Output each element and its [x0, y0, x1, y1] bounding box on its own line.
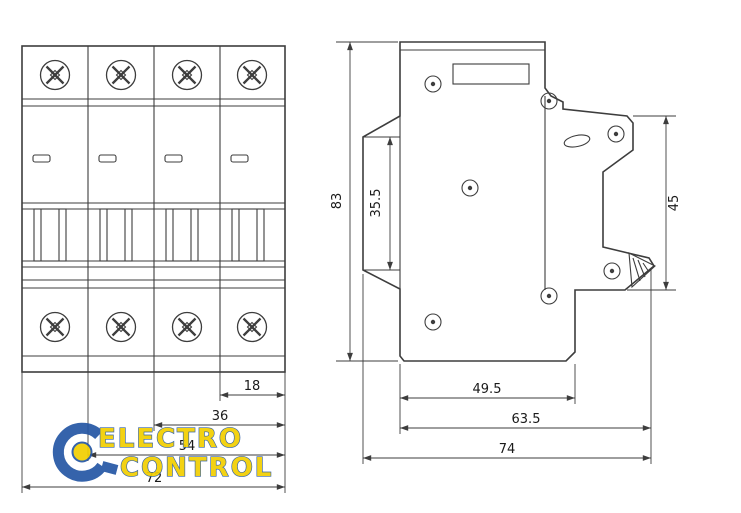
dim-label-36: 36	[212, 409, 229, 424]
screw-boss-icon	[540, 287, 558, 305]
screw-boss-icon	[461, 179, 479, 197]
screw-boss-icon	[424, 75, 442, 93]
dim-label-54: 54	[179, 439, 196, 454]
dim-label-49-5: 49.5	[473, 382, 502, 397]
side-view	[362, 41, 656, 362]
watermark-logo: ELECTRO CONTROL	[52, 422, 273, 484]
label-window	[452, 63, 530, 85]
screw-icon	[236, 59, 268, 91]
toggle-handles	[33, 208, 265, 262]
screw-boss-icon	[424, 313, 442, 331]
clip-rivet-icon	[607, 125, 625, 143]
side-body-outline	[362, 41, 656, 362]
dim-label-45: 45	[667, 195, 682, 212]
clip-slot	[563, 134, 591, 148]
screw-icon	[105, 311, 137, 343]
brand-text-line1: ELECTRO	[98, 424, 243, 454]
dim-label-18: 18	[244, 379, 261, 394]
indicator-window	[98, 154, 117, 163]
front-view	[21, 45, 286, 373]
latch-rivet-icon	[603, 262, 621, 280]
dim-label-63-5: 63.5	[512, 412, 541, 427]
latch-hatch	[628, 252, 656, 289]
dim-label-83: 83	[330, 193, 345, 210]
dim-label-74: 74	[499, 442, 516, 457]
screw-icon	[105, 59, 137, 91]
indicator-window	[230, 154, 249, 163]
brand-c-icon	[52, 422, 119, 482]
screw-icon	[39, 311, 71, 343]
dim-label-35-5: 35.5	[369, 189, 384, 218]
screw-icon	[171, 59, 203, 91]
indicator-window	[32, 154, 51, 163]
screw-boss-icon	[540, 92, 558, 110]
dim-label-72: 72	[146, 471, 163, 486]
brand-text-line2: CONTROL	[120, 453, 273, 483]
screw-icon	[171, 311, 203, 343]
side-view-dimensions: 83 35.5 45 49.5 63.5 74	[330, 41, 682, 464]
indicator-window	[164, 154, 183, 163]
screw-icon	[39, 59, 71, 91]
screw-icon	[236, 311, 268, 343]
front-view-dimensions: 18 36 54 72	[21, 372, 286, 493]
